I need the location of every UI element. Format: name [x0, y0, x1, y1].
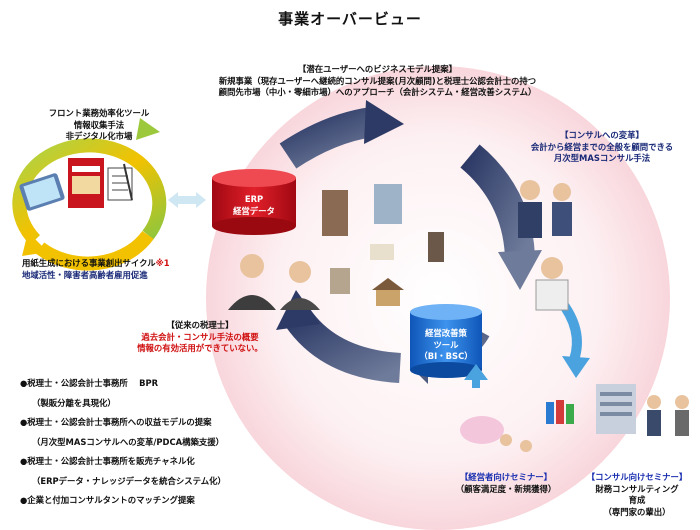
left-cycle-line-1: フロント業務効率化ツール: [48, 108, 150, 118]
building-icon: [322, 184, 444, 306]
top-line-1: 新規事業（現存ユーザーへ継続的コンサル提案(月次顧問)と税理士公認会計士の持つ: [218, 75, 537, 86]
arrows-cycle-icon: [12, 118, 167, 271]
page-title: 事業オーバービュー: [278, 10, 422, 28]
link-double-arrow: [168, 192, 206, 208]
erp-line-2: 経営データ: [233, 205, 275, 216]
top-heading: 【潜在ユーザーへのビジネスモデル提案】: [298, 64, 457, 74]
cycle-sub-label: 地域活性・障害者高齢者雇用促進: [22, 269, 148, 280]
tool-label: 経営改善策 ツール （BI・BSC）: [410, 328, 482, 363]
businessperson-icon: [228, 254, 320, 310]
bullet-1-line-2: （製販分離を具現化）: [32, 397, 116, 408]
seminar-mgmt-heading: 【経営者向けセミナー】: [459, 472, 553, 482]
tool-line-1: 経営改善策: [425, 328, 467, 338]
erp-database-icon: [212, 169, 296, 235]
bullet-4-line-1: ●企業と付加コンサルタントのマッチング提案: [20, 495, 195, 505]
seminar-mgmt-block: 【経営者向けセミナー】 （顧客満足度・新規獲得）: [440, 472, 572, 495]
consult-change-heading: 【コンサルへの変革】: [560, 130, 644, 140]
consultant-group: [518, 180, 572, 311]
seminar-consult-line-3: （専門家の輩出）: [603, 506, 671, 517]
bullet-item-3: ●税理士・公認会計士事務所を販売チャネル化 （ERPデータ・ナレッジデータを統合…: [20, 456, 226, 487]
erp-line-1: ERP: [244, 194, 264, 204]
bank-icon: [596, 384, 689, 436]
bullet-2-line-1: ●税理士・公認会計士事務所への収益モデルの提案: [20, 417, 212, 427]
top-text-block: 【潜在ユーザーへのビジネスモデル提案】 新規事業（現存ユーザーへ継続的コンサル提…: [215, 64, 540, 99]
consult-change-line-2: 月次型MASコンサル手法: [553, 153, 651, 163]
bullet-3-line-2: （ERPデータ・ナレッジデータを統合システム化）: [32, 475, 226, 486]
former-heading: 【従来の税理士】: [166, 320, 234, 330]
bullet-item-4: ●企業と付加コンサルタントのマッチング提案: [20, 495, 226, 507]
seminar-mgmt-line-1: （顧客満足度・新規獲得）: [455, 483, 557, 494]
cycle-label: 用紙生成における事業創出サイクル: [22, 258, 156, 268]
former-line-1: 過去会計・コンサル手法の概要: [141, 331, 259, 342]
book-icon: [68, 158, 104, 208]
consult-change-block: 【コンサルへの変革】 会計から経営までの全般を顧問できる 月次型MASコンサル手…: [512, 130, 692, 165]
left-cycle-labels: フロント業務効率化ツール 情報収集手法 非デジタル化市場: [24, 108, 174, 143]
left-cycle-line-2: 情報収集手法: [73, 119, 125, 130]
bullet-item-1: ●税理士・公認会計士事務所 BPR （製販分離を具現化）: [20, 378, 226, 409]
top-line-2: 顧問先市場（中小・零細市場）へのアプローチ（会計システム・経営改善システム）: [218, 87, 537, 97]
bullet-3-line-1: ●税理士・公認会計士事務所を販売チャネル化: [20, 456, 195, 466]
former-line-2: 情報の有効活用ができていない。: [137, 343, 263, 353]
cycle-note: ※1: [155, 258, 170, 268]
seminar-consult-line-1: 財務コンサルティング: [595, 483, 679, 494]
tool-line-3: （BI・BSC）: [419, 351, 473, 361]
left-cycle-bottom: 用紙生成における事業創出サイクル※1 地域活性・障害者高齢者雇用促進: [22, 258, 170, 281]
checklist-icon: [107, 163, 133, 201]
seminar-icon: [460, 400, 574, 452]
database-icon: [410, 304, 482, 378]
bullet-item-2: ●税理士・公認会計士事務所への収益モデルの提案 （月次型MASコンサルへの変革/…: [20, 417, 226, 448]
consult-change-line-1: 会計から経営までの全般を顧問できる: [530, 141, 674, 152]
seminar-consult-line-2: 育成: [628, 495, 646, 505]
former-block: 【従来の税理士】 過去会計・コンサル手法の概要 情報の有効活用ができていない。: [110, 320, 290, 355]
bullet-list: ●税理士・公認会計士事務所 BPR （製販分離を具現化） ●税理士・公認会計士事…: [20, 378, 226, 515]
erp-label: ERP 経営データ: [212, 194, 296, 217]
bullet-1-line-1: ●税理士・公認会計士事務所 BPR: [20, 378, 159, 388]
bullet-2-line-2: （月次型MASコンサルへの変革/PDCA構築支援）: [32, 436, 224, 447]
seminar-consult-heading: 【コンサル向けセミナー】: [586, 472, 688, 482]
left-cycle-line-3: 非デジタル化市場: [65, 131, 133, 141]
tablet-icon: [19, 173, 65, 211]
tool-line-2: ツール: [433, 339, 459, 350]
seminar-consult-block: 【コンサル向けセミナー】 財務コンサルティング 育成 （専門家の輩出）: [576, 472, 698, 518]
